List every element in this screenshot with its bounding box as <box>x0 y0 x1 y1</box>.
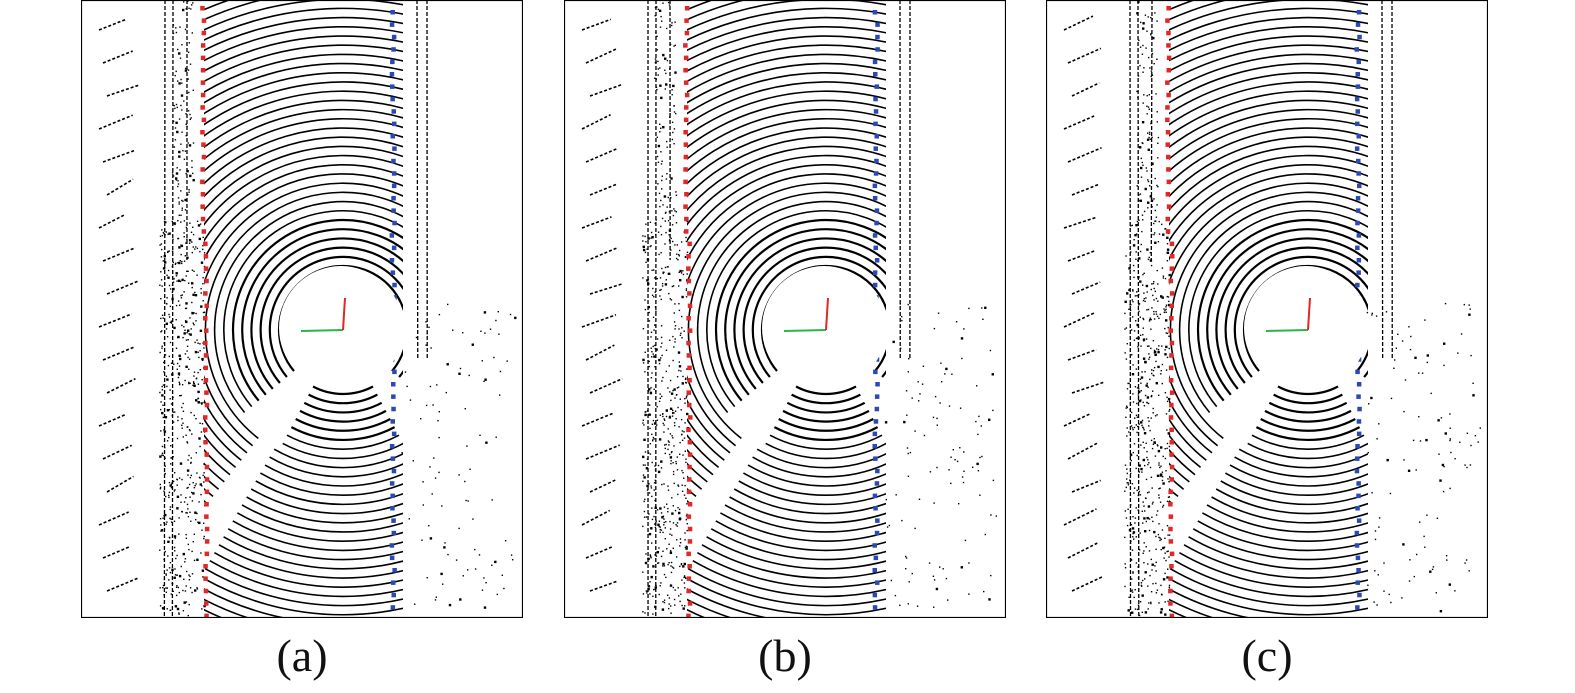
roadside-points <box>1063 0 1481 618</box>
panel-b <box>564 0 1006 618</box>
caption-b: (b) <box>758 630 812 681</box>
caption-c: (c) <box>1241 630 1293 681</box>
panel-a <box>81 0 523 618</box>
axis-y <box>1307 297 1311 331</box>
caption-a: (a) <box>276 630 328 681</box>
sensor-blind-zone <box>279 266 403 390</box>
axis-x <box>783 329 827 332</box>
axis-y <box>825 297 829 331</box>
sensor-blind-zone <box>1244 266 1368 390</box>
roadside-points <box>581 0 997 618</box>
point-cloud-c <box>1046 0 1488 618</box>
panel-frame <box>81 0 523 618</box>
scan-rings <box>1169 0 1368 618</box>
boundary-markers <box>1165 6 1362 618</box>
panel-c <box>1046 0 1488 618</box>
axis-x <box>1265 329 1309 332</box>
roadside-points <box>98 0 517 618</box>
sensor-blind-zone <box>762 266 886 390</box>
point-cloud-b <box>564 0 1006 618</box>
axis-y <box>342 297 346 331</box>
panel-frame <box>564 0 1006 618</box>
point-cloud-a <box>81 0 523 618</box>
axis-x <box>300 329 344 332</box>
panel-frame <box>1046 0 1488 618</box>
scan-rings <box>204 0 403 618</box>
scan-rings <box>687 0 886 618</box>
